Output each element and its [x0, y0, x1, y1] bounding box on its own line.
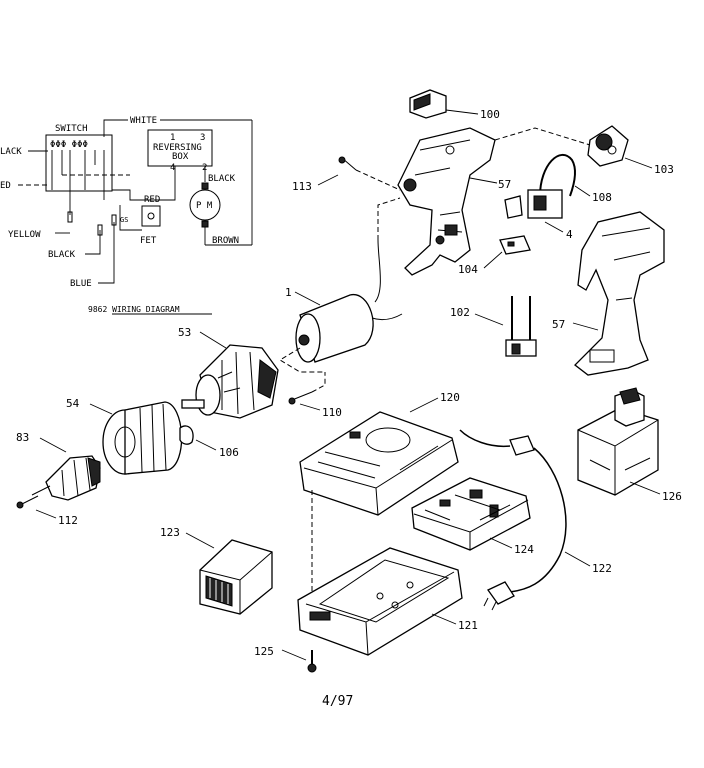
housing-half-57: [397, 127, 496, 276]
charger-top-120: [299, 411, 459, 516]
switch-label: SWITCH: [55, 124, 88, 134]
part-label-104: 104: [458, 263, 478, 276]
end-cap-103: [587, 125, 629, 167]
motor-pm-label: P M: [196, 201, 213, 211]
part-label-83: 83: [16, 431, 29, 444]
battery-126: [577, 387, 659, 496]
screw-113: [338, 156, 357, 171]
part-label-110: 110: [322, 406, 342, 419]
part-label-121: 121: [458, 619, 478, 632]
screw-125: [307, 650, 317, 673]
power-cord-122: [459, 429, 567, 611]
fet-label: FET: [140, 236, 157, 246]
wire-red-left-label: ED: [0, 181, 11, 191]
part-label-102: 102: [450, 306, 470, 319]
transformer-123: [199, 539, 273, 615]
pcb-124: [411, 477, 531, 551]
part-label-126: 126: [662, 490, 682, 503]
housing-half-57-right: [574, 211, 665, 376]
reversing-box: [147, 129, 213, 167]
charger-base-121: [297, 547, 463, 656]
part-label-113: 113: [292, 180, 312, 193]
part-label-103: 103: [654, 163, 674, 176]
wire-white-label: WHITE: [130, 116, 157, 126]
label-plate-104: [499, 235, 531, 255]
wire-black-mid-label: BLACK: [48, 250, 76, 260]
wire-blue-label: BLUE: [70, 279, 92, 289]
svg-text:GS: GS: [120, 216, 128, 224]
reversing-term-3: 3: [200, 133, 205, 143]
motor-1: [295, 239, 403, 363]
part-label-53: 53: [178, 326, 191, 339]
screw-112: [16, 495, 39, 509]
part-label-1: 1: [285, 286, 292, 299]
switch-terminals: ΦΦΦ ΦΦΦ: [50, 140, 88, 150]
gearbox-53: [181, 344, 279, 419]
part-label-120: 120: [440, 391, 460, 404]
part-label-112: 112: [58, 514, 78, 527]
chuck-83: [31, 455, 101, 501]
reversing-term-1: 1: [170, 133, 175, 143]
wire-red-label: RED: [144, 195, 160, 205]
part-label-108: 108: [592, 191, 612, 204]
part-label-57-right: 57: [552, 318, 565, 331]
part-label-122: 122: [592, 562, 612, 575]
wire-black-motor-label: BLACK: [208, 174, 236, 184]
part-label-123: 123: [160, 526, 180, 539]
switch-box: [45, 134, 113, 192]
wiring-diagram-title: 9862 WIRING DIAGRAM: [88, 305, 180, 314]
screw-110: [288, 391, 313, 405]
part-label-4: 4: [566, 228, 573, 241]
wire-black-left-label: LACK: [0, 147, 22, 157]
fet-symbol: [141, 205, 161, 227]
reversing-term-4: 4: [170, 163, 175, 173]
wiring-diagram: SWITCH ΦΦΦ ΦΦΦ LACK ED WHITE 1 3 REVERSI…: [0, 116, 253, 315]
part-label-100: 100: [480, 108, 500, 121]
part-label-124: 124: [514, 543, 534, 556]
part-label-125: 125: [254, 645, 274, 658]
reversing-box-label-2: BOX: [172, 152, 189, 162]
page-number: 4/97: [322, 694, 353, 709]
clutch-ring-54: [102, 401, 183, 475]
motor-symbol: [189, 189, 221, 221]
spring-106: [179, 425, 194, 445]
wire-brown-label: BROWN: [212, 236, 239, 246]
handle-cap-100: [409, 89, 479, 119]
part-label-106: 106: [219, 446, 239, 459]
part-label-57-top: 57: [498, 178, 511, 191]
wire-yellow-label: YELLOW: [8, 230, 41, 240]
terminal-102: [505, 296, 537, 357]
switch-assembly-4: [504, 153, 577, 219]
reversing-box-label-1: REVERSING: [153, 143, 202, 153]
part-label-54: 54: [66, 397, 80, 410]
